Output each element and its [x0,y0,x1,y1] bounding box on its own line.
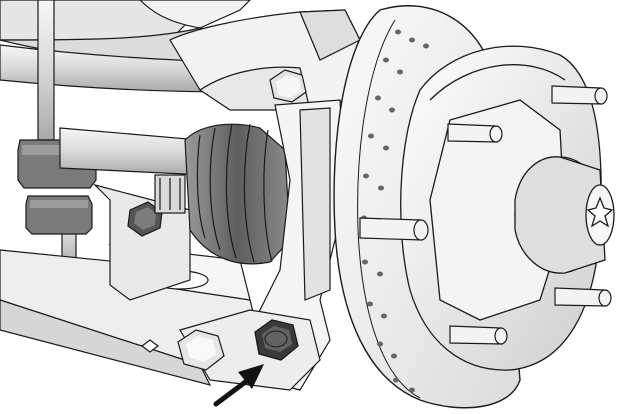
wheel-stud [551,85,608,105]
wheel-stud [449,325,508,345]
lower-arm-bolt-light [177,329,225,371]
wheel-stud [447,123,503,143]
wheel-studs [359,85,612,345]
wheel-stud [359,217,429,241]
ball-joint-nut [254,319,299,361]
cv-joint-boot [154,123,291,265]
mount-bracket [93,183,191,301]
wheel-stud [554,287,612,307]
stabilizer-link [17,0,97,271]
rotor-holes [361,29,429,393]
pointer-arrow-icon [213,364,264,407]
upper-knuckle [169,9,361,111]
